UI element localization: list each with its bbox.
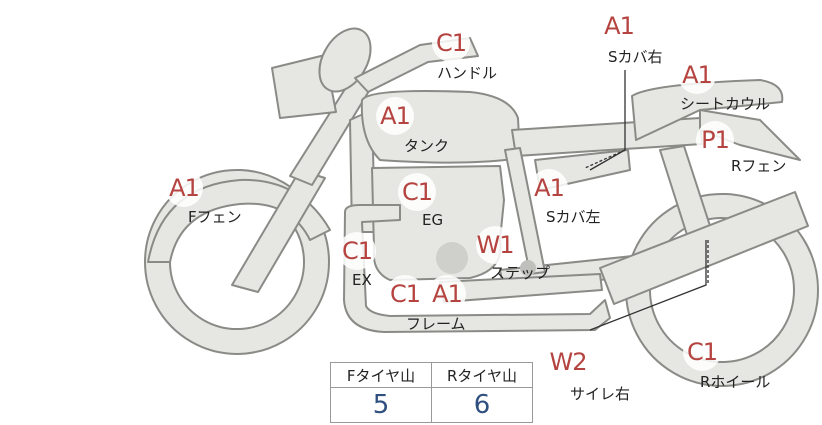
part-name: Rフェン: [731, 157, 787, 175]
table-row: 5 6: [330, 387, 533, 423]
part-name: EX: [352, 271, 372, 289]
part-code: A1: [600, 7, 638, 45]
front-tire-tread-value: 5: [330, 387, 432, 423]
rear-tire-tread-value: 6: [431, 387, 533, 423]
rear-wheel: [625, 193, 819, 387]
part-code: A1: [376, 97, 414, 135]
rear-tire-tread-header: Rタイヤ山: [431, 362, 533, 388]
part-name: サイレ右: [570, 385, 631, 403]
part-code: C1: [398, 173, 436, 211]
part-code: C1: [432, 24, 470, 62]
front-tire-tread-header: Fタイヤ山: [330, 362, 432, 388]
exhaust-pipe: [343, 204, 611, 333]
part-name: シートカウル: [680, 95, 771, 113]
part-code: C1: [338, 232, 376, 270]
part-name: Rホイール: [700, 373, 771, 391]
part-code: C1: [386, 275, 424, 313]
part-code: W2: [549, 343, 588, 381]
part-name: Sカバ左: [546, 208, 601, 226]
seat: [631, 79, 784, 141]
tire-tread-table: Fタイヤ山 Rタイヤ山 5 6: [330, 362, 533, 423]
part-name: Fフェン: [188, 208, 242, 226]
front-fork: [231, 169, 326, 293]
silencer: [599, 191, 809, 305]
part-code: A1: [530, 169, 568, 207]
part-name: フレーム: [406, 315, 466, 333]
part-name: ハンドル: [437, 64, 498, 82]
part-code: C1: [683, 333, 721, 371]
part-name: タンク: [404, 137, 450, 155]
part-code: A1: [678, 56, 716, 94]
part-code: A1: [428, 275, 466, 313]
footpeg: [436, 242, 468, 274]
part-name: Sカバ右: [608, 48, 663, 66]
part-code: P1: [696, 121, 734, 159]
part-name: ステップ: [490, 264, 551, 282]
part-code: A1: [165, 169, 203, 207]
part-code: W1: [476, 226, 515, 264]
part-name: EG: [422, 211, 444, 229]
table-header-row: Fタイヤ山 Rタイヤ山: [330, 362, 533, 388]
